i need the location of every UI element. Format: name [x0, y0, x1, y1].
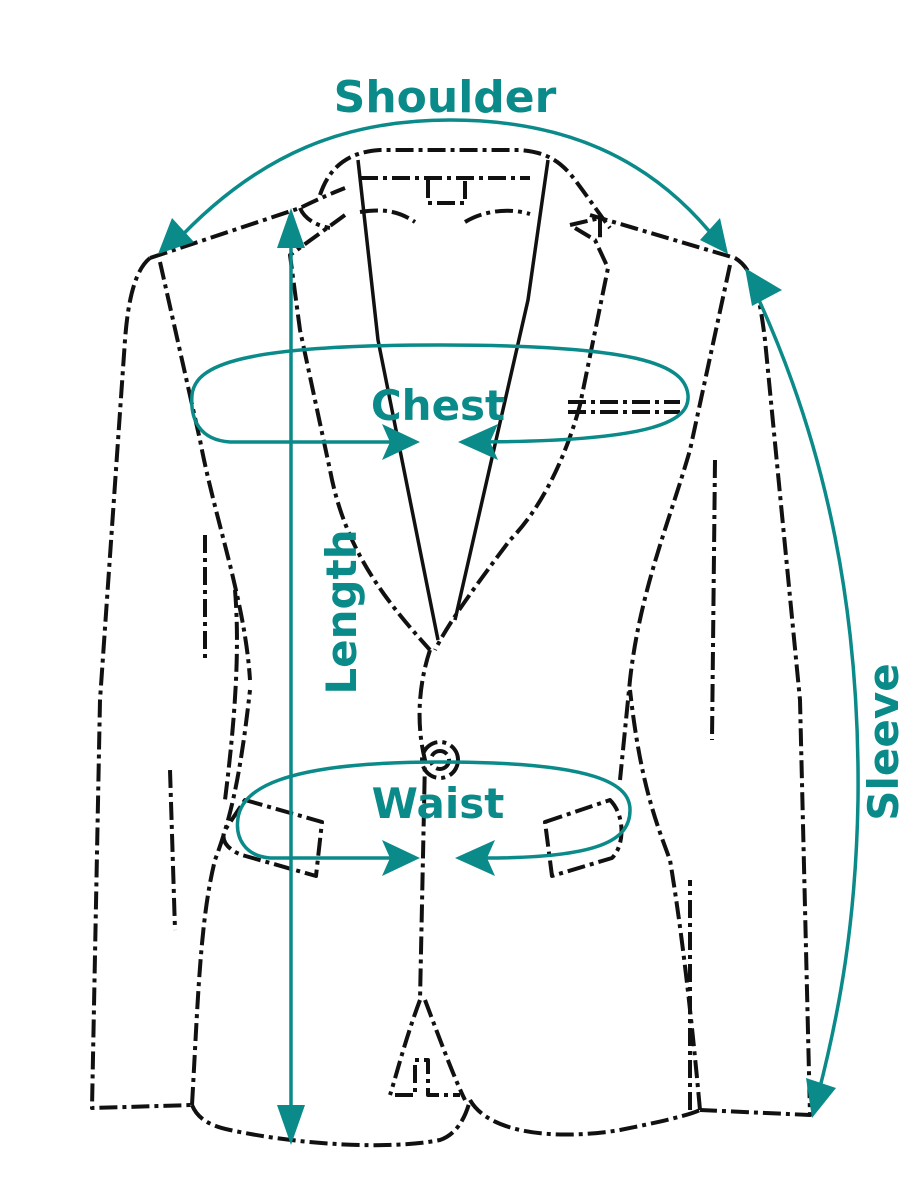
waist-arrow-left-icon [455, 840, 495, 876]
sleeve-measure [745, 268, 860, 1118]
sleeve-arrow-down-icon [806, 1078, 836, 1118]
chest-measure [190, 343, 690, 460]
waist-arrow-right-icon [382, 840, 420, 876]
shoulder-arrow-right-icon [700, 218, 728, 254]
chest-label: Chest [371, 381, 505, 430]
length-measure [277, 208, 305, 1145]
shoulder-label: Shoulder [334, 72, 557, 123]
waist-label: Waist [372, 779, 505, 828]
chest-arrow-right-icon [382, 424, 420, 460]
sleeve-arrow-up-icon [745, 268, 782, 306]
sleeve-label: Sleeve [859, 663, 908, 820]
shoulder-arrow-left-icon [158, 218, 194, 254]
shoulder-measure [158, 118, 728, 254]
length-arrow-down-icon [277, 1105, 305, 1145]
length-arrow-up-icon [277, 208, 305, 248]
waist-measure [235, 760, 632, 876]
jacket-outline [90, 148, 812, 1148]
length-label: Length [317, 529, 366, 694]
chest-arrow-left-icon [458, 424, 498, 460]
